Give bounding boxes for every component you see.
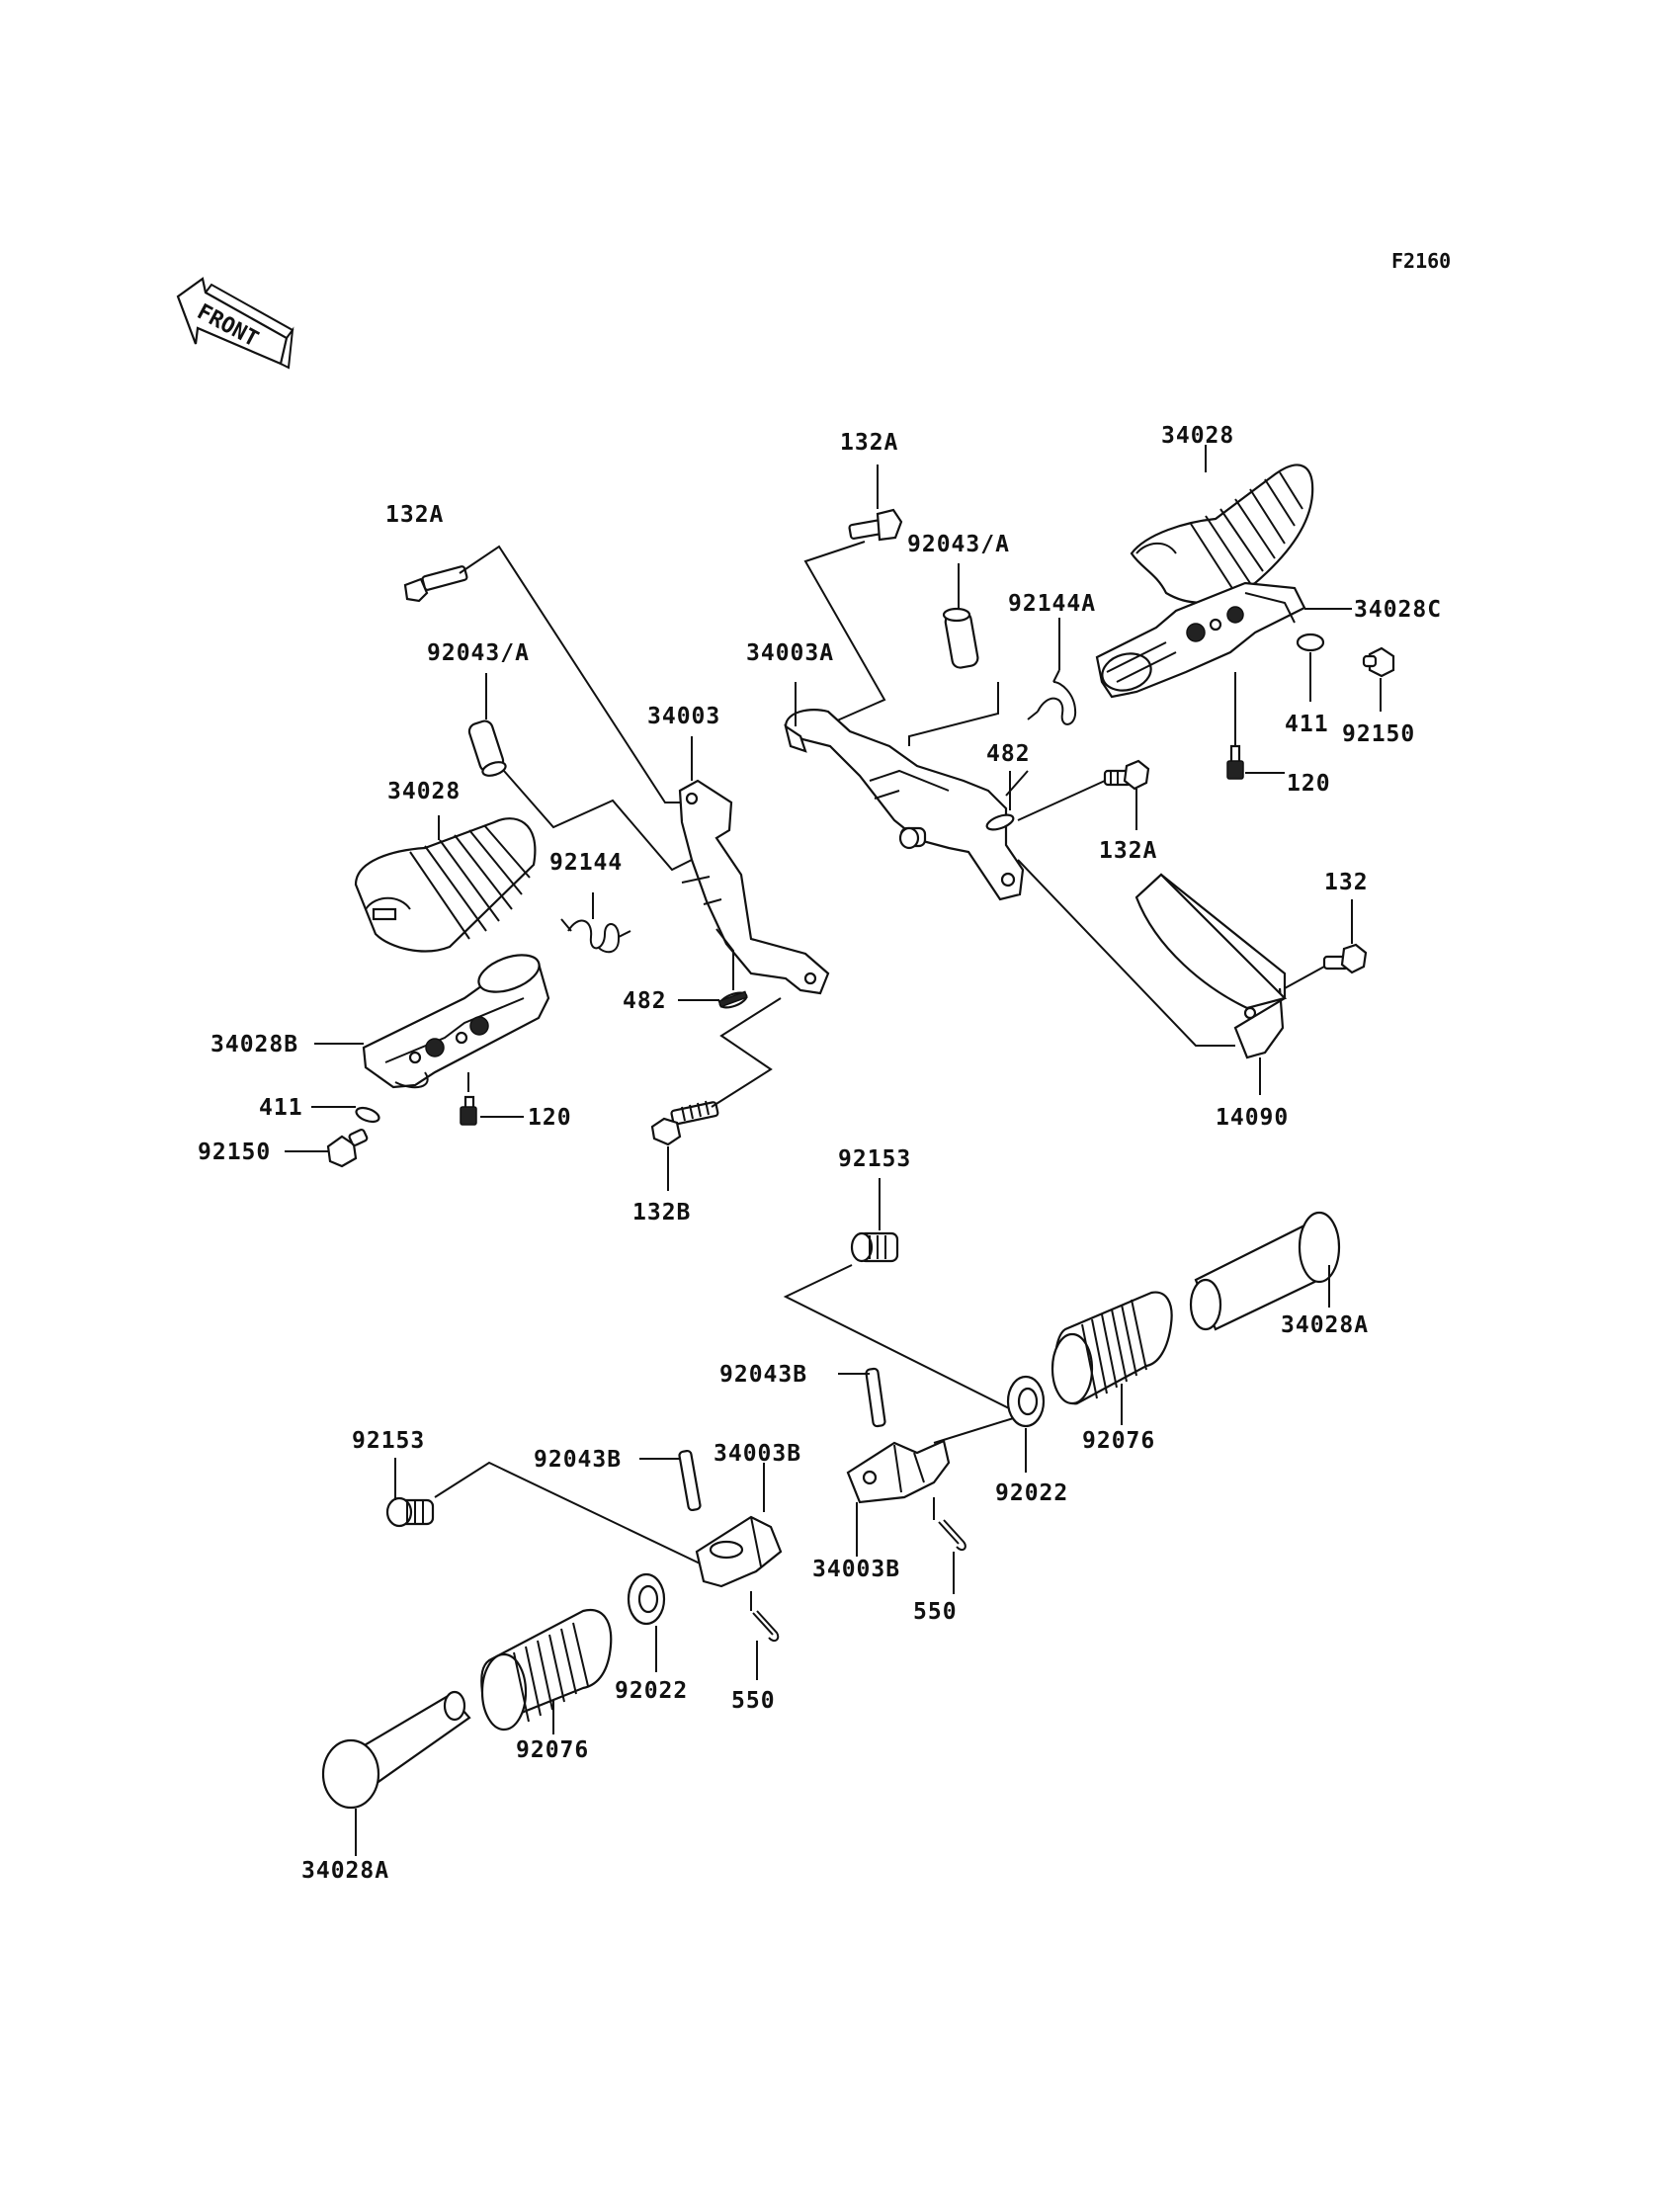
label-92153-left: 92153 [352,1428,425,1454]
label-92144a: 92144A [1008,591,1096,617]
leader-132a-left [459,545,682,803]
spring-92144a [1027,669,1077,725]
peg-34028a-right [1189,1211,1341,1331]
grip-34028-right [1130,464,1314,604]
label-92153-top: 92153 [838,1146,911,1172]
label-14090: 14090 [1216,1105,1289,1131]
bolt-132 [1322,943,1368,974]
label-120-left: 120 [528,1105,572,1131]
label-34003b-right: 34003B [812,1557,900,1582]
label-411-left: 411 [259,1095,303,1121]
label-120-right: 120 [1287,771,1331,797]
bolt-92153-left [385,1496,435,1528]
label-34028a-right: 34028A [1281,1312,1369,1338]
label-92043b-left: 92043B [534,1447,622,1473]
label-34028a-left: 34028A [301,1858,389,1884]
figure-code: F2160 [1391,249,1451,273]
label-550-right: 550 [913,1599,958,1625]
label-482-right: 482 [986,741,1031,767]
clevis-34003b-right [846,1439,951,1504]
label-92150-left: 92150 [198,1140,271,1165]
screw-120-right [1226,744,1244,780]
label-482-left: 482 [623,988,667,1014]
bolt-92150-left [326,1128,369,1168]
label-132a-top-left: 132A [385,502,444,528]
label-92043b-right: 92043B [719,1362,807,1388]
washer-92022-left [627,1572,666,1626]
washer-411-right [1296,633,1325,652]
grip-34028-left [354,817,537,953]
label-34028-left: 34028 [387,779,461,804]
front-arrow-icon: FRONT [176,277,294,370]
rubber-92076-right [1050,1291,1173,1405]
label-132b: 132B [632,1200,691,1225]
spring-92144 [560,918,631,954]
label-132a-top-right: 132A [840,430,898,456]
label-411-right: 411 [1285,712,1329,737]
bolt-132a-top-left [403,565,468,603]
guard-14090 [1134,873,1288,1059]
label-550-left: 550 [731,1688,776,1714]
label-92022-left: 92022 [615,1678,688,1704]
label-34028-top-right: 34028 [1161,423,1234,449]
label-34003: 34003 [647,704,720,729]
cotter-550-right [938,1519,966,1552]
pin-92043b-left [678,1449,702,1512]
clevis-34003b-left [695,1515,783,1588]
label-34028c: 34028C [1354,597,1442,623]
label-92144: 92144 [549,850,623,876]
label-132a-mid: 132A [1099,838,1157,864]
bolt-132a-top-right [848,508,903,542]
label-34003a: 34003A [746,640,834,666]
label-92076-right: 92076 [1082,1428,1155,1454]
pin-92043b-right [865,1367,886,1428]
bolt-92150-right [1362,646,1395,678]
washer-411-left [355,1106,380,1124]
footpeg-34028c [1095,581,1306,699]
label-92150-right: 92150 [1342,721,1415,747]
screw-120-left [460,1095,477,1126]
pin-92043a-left [467,719,507,777]
footpeg-34028b [362,954,550,1089]
bracket-34003a [784,709,1025,901]
label-92022-right: 92022 [995,1480,1068,1506]
washer-92022-right [1006,1375,1046,1428]
bolt-132b [650,1100,719,1146]
label-92043a-right: 92043/A [907,532,1010,557]
label-132: 132 [1324,870,1369,895]
bracket-34003 [678,779,830,995]
peg-34028a-left [321,1690,471,1810]
rubber-92076-left [480,1608,613,1732]
bolt-92153-top [850,1231,899,1263]
label-92076-left: 92076 [516,1737,589,1763]
cotter-550-left [752,1610,780,1643]
label-34003b-left: 34003B [714,1441,801,1467]
washer-482-left [717,990,748,1009]
bolt-132a-mid [1103,759,1150,791]
label-34028b: 34028B [210,1032,298,1057]
label-92043a-left: 92043/A [427,640,530,666]
pin-92043a-right [942,607,979,669]
washer-482-right [985,813,1015,831]
